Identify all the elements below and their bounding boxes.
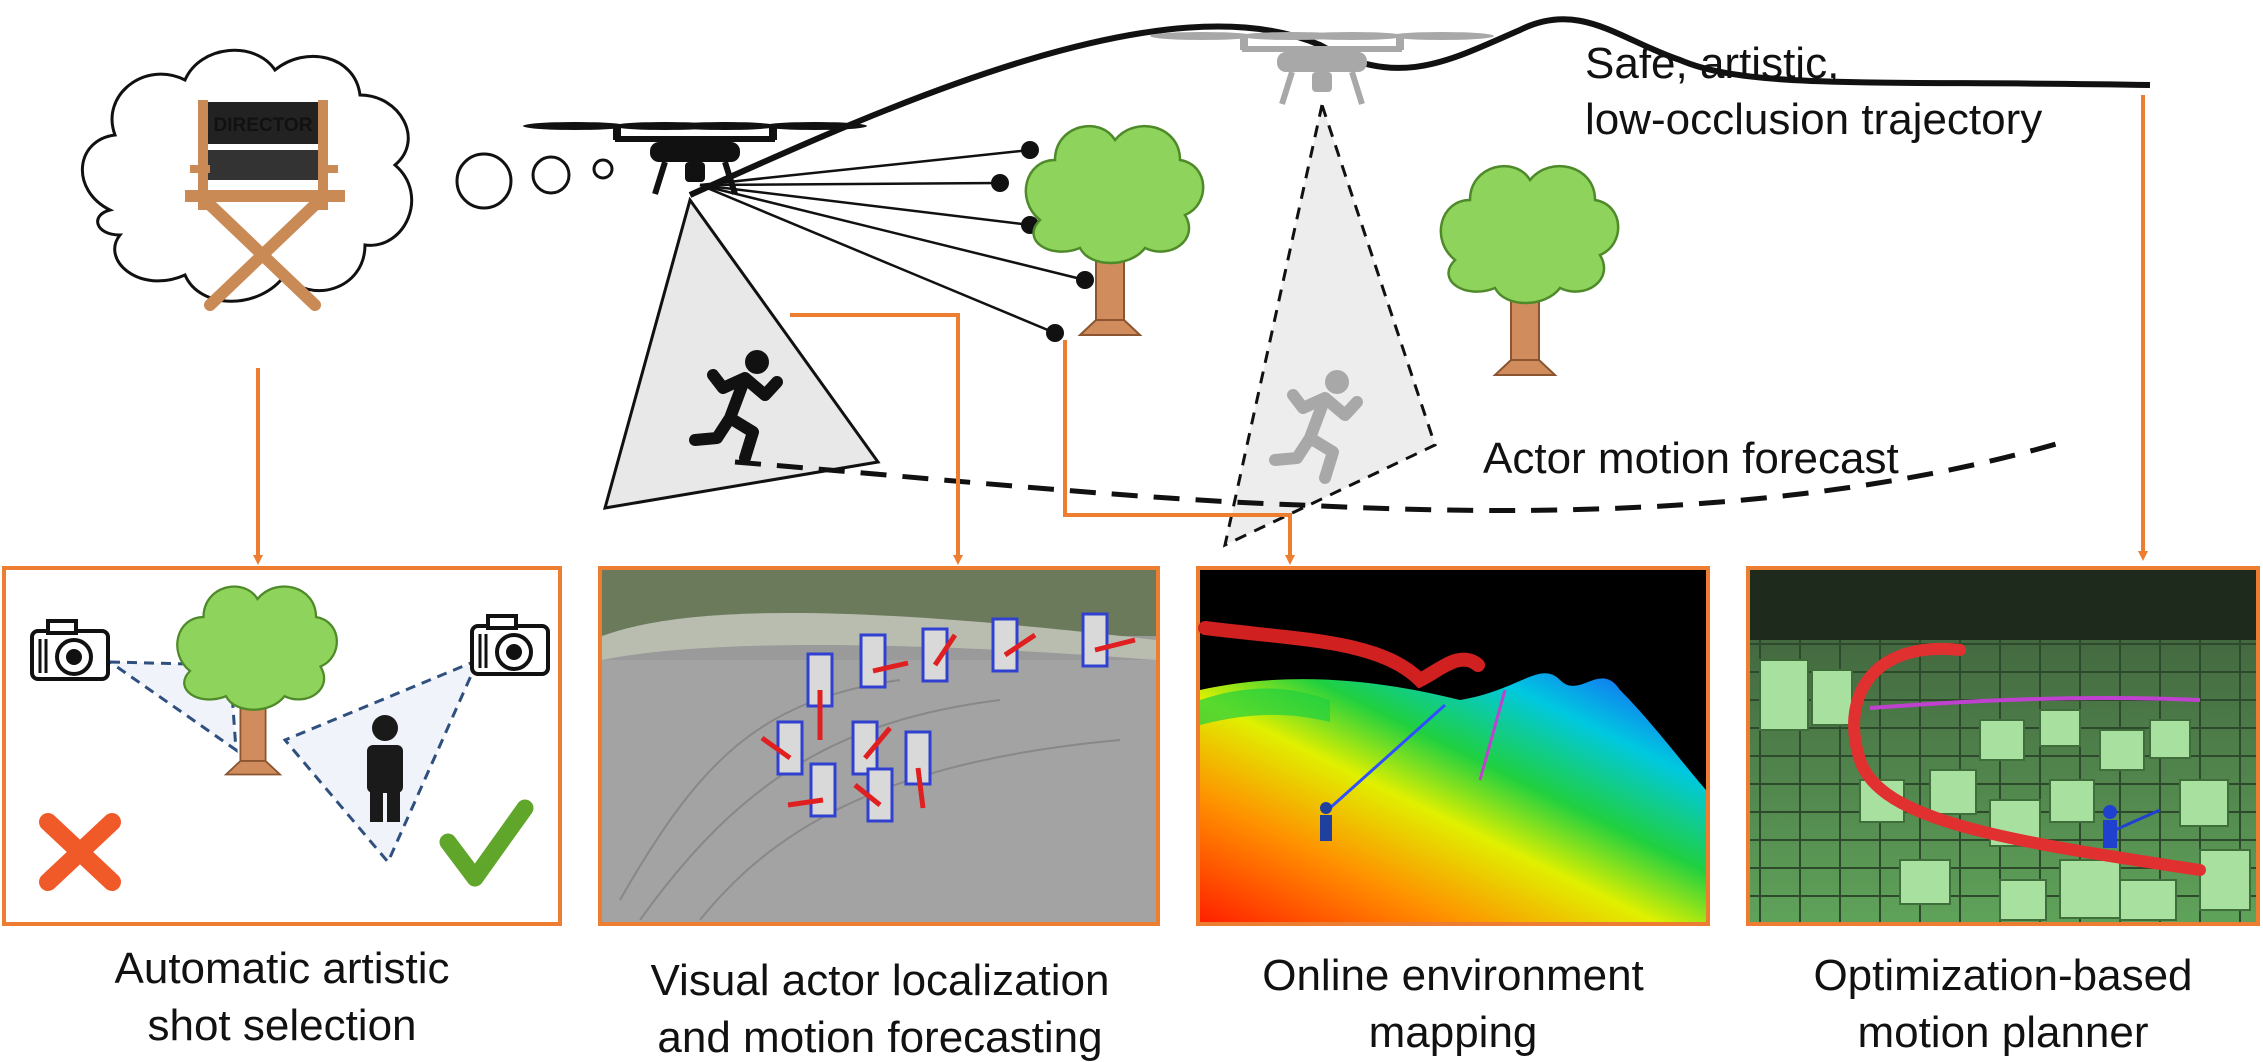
voxel-block [1759,659,1809,731]
voxel-block [1929,769,1977,815]
panel-environment-mapping [1196,566,1710,926]
voxel-block [1899,859,1951,905]
thought-cloud [81,48,614,303]
voxel-block [2049,779,2095,823]
caption-planner-1: Optimization-based [1813,951,2192,1000]
caption-shot-selection-2: shot selection [147,1001,416,1050]
forecast-arrow [787,797,824,808]
detection-box [991,617,1019,673]
detection-box [866,767,894,823]
detection-box [809,762,837,818]
forecast-arrow [863,726,892,760]
voxel-block [2149,719,2191,759]
camera-icon [470,614,550,676]
voxel-block [2099,729,2145,771]
forecast-arrow [1003,632,1037,658]
occlusion-rays [699,148,1086,335]
voxel-block [2039,709,2081,747]
detection-box [1081,612,1109,668]
person-icon [367,715,403,822]
camera-frustum [602,196,881,510]
voxel-block [1811,669,1853,726]
ghost-camera-frustum [1222,99,1437,548]
camera-icon [30,619,110,681]
tree-icon [1024,124,1205,337]
forecast-arrow [760,735,792,761]
ray-endpoints [991,141,1094,342]
voxel-block [2199,849,2251,911]
tree-icon [1439,164,1620,377]
caption-shot-selection-1: Automatic artistic [115,944,450,993]
forecast-arrow [932,633,958,667]
voxel-block [2119,879,2177,921]
connectors [253,95,2148,565]
director-chair-text: DIRECTOR [214,115,313,136]
person-icon [1320,802,1332,841]
trajectory-curve [688,16,2151,198]
detection-box [859,633,887,689]
voxel-block [1999,879,2047,921]
voxel-block [1979,719,2025,761]
forecast-arrow [1094,637,1136,653]
panel-shot-selection [2,566,562,926]
check-icon [439,799,534,887]
person-icon [2103,805,2117,848]
caption-mapping-1: Online environment [1262,951,1644,1000]
trajectory-label-line1: Safe, artistic, [1585,39,1839,88]
caption-planner-2: motion planner [1857,1008,2148,1057]
forecast-label: Actor motion forecast [1483,434,1899,483]
detection-box [776,720,804,776]
panel-motion-planner [1746,566,2260,926]
cross-icon [39,813,121,891]
forecast-arrow [915,767,926,809]
trajectory-label-line2: low-occlusion trajectory [1585,95,2042,144]
panel-actor-localization [598,566,1160,926]
caption-localization-2: and motion forecasting [657,1013,1102,1062]
voxel-block [2059,859,2121,919]
voxel-block [2179,779,2229,827]
caption-mapping-2: mapping [1369,1008,1538,1057]
director-chair-icon: DIRECTOR [185,100,345,311]
caption-localization-1: Visual actor localization [651,956,1110,1005]
forecast-arrow [853,783,882,807]
actor-detections [760,612,1136,823]
forecast-arrow [872,660,909,674]
actor-forecast-curve [734,437,2071,513]
